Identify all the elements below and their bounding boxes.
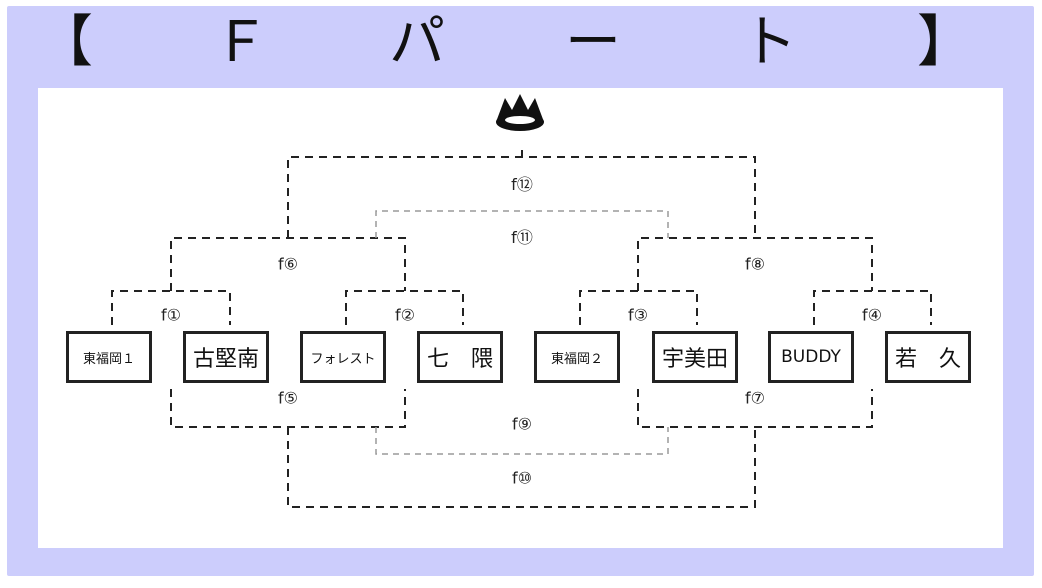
page-title: 【 Ｆ パ ー ト 】 bbox=[37, 10, 1005, 75]
line-f8 bbox=[637, 237, 873, 291]
crown-icon bbox=[496, 94, 544, 131]
match-label-f9: f⑨ bbox=[512, 414, 532, 434]
match-label-f12: f⑫ bbox=[511, 175, 533, 194]
line-f10 bbox=[287, 427, 756, 508]
match-label-f11: f⑪ bbox=[511, 228, 533, 247]
line-f2 bbox=[345, 290, 464, 325]
line-f7 bbox=[637, 389, 873, 428]
line-f11 bbox=[375, 210, 669, 238]
team-box: 東福岡２ bbox=[534, 331, 620, 383]
line-f9 bbox=[375, 427, 669, 455]
line-f4 bbox=[813, 290, 932, 325]
match-label-f1: f① bbox=[161, 305, 181, 325]
match-label-f2: f② bbox=[395, 305, 415, 325]
match-label-f8: f⑧ bbox=[745, 254, 765, 274]
team-box: フォレスト bbox=[300, 331, 386, 383]
team-box: BUDDY bbox=[768, 331, 854, 383]
line-f3 bbox=[579, 290, 698, 325]
match-label-f6: f⑥ bbox=[278, 254, 298, 274]
team-box: 七 隈 bbox=[417, 331, 503, 383]
match-label-f7: f⑦ bbox=[745, 388, 765, 408]
team-box: 東福岡１ bbox=[66, 331, 152, 383]
bracket-panel bbox=[38, 88, 1003, 548]
match-label-f10: f⑩ bbox=[512, 468, 532, 488]
line-f1 bbox=[111, 290, 231, 325]
team-box: 若 久 bbox=[885, 331, 971, 383]
team-box: 宇美田 bbox=[652, 331, 738, 383]
match-label-f4: f④ bbox=[862, 305, 882, 325]
match-label-f5: f⑤ bbox=[278, 388, 298, 408]
match-label-f3: f③ bbox=[628, 305, 648, 325]
team-box: 古堅南 bbox=[183, 331, 269, 383]
